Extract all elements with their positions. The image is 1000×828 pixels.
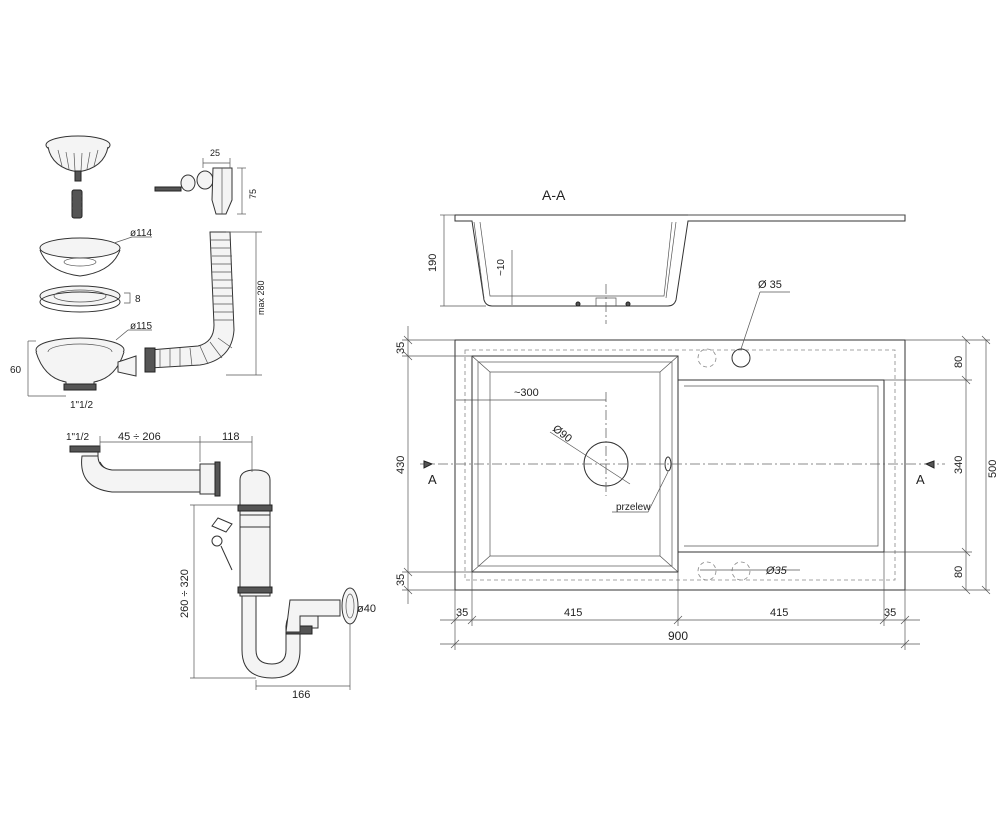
plan-dimensions: 35 430 35 80 340 80 500 35 415 415 — [395, 326, 999, 650]
right-total-label: 500 — [987, 460, 999, 478]
strainer-basket — [45, 135, 111, 182]
drain-body: ø115 60 1"1/2 — [10, 321, 152, 411]
faucet-hole-3 — [697, 561, 717, 581]
depth-label: 190 — [427, 254, 439, 272]
ring-114: ø114 — [39, 228, 152, 277]
thread-kit-label: 1"1/2 — [70, 400, 93, 411]
section-marker-right: A — [916, 472, 925, 487]
bottom-415-right-label: 415 — [770, 607, 788, 619]
hole1-label: Ø 35 — [758, 279, 782, 291]
faucet-hole-4 — [731, 561, 751, 581]
corrugated-hose: max 280 — [144, 231, 266, 376]
left-top-label: 35 — [395, 342, 407, 354]
height-range-label: 260 ÷ 320 — [179, 569, 191, 618]
total-width-label: 900 — [668, 629, 688, 643]
bottom-415-left-label: 415 — [564, 607, 582, 619]
bowl-center-label: ~300 — [514, 387, 539, 399]
section-a-a: A-A 190 ~10 — [427, 187, 906, 324]
siphon-assembly: ø40 1"1/2 45 ÷ 206 118 260 ÷ 320 166 — [66, 431, 376, 701]
w25-label: 25 — [210, 148, 220, 158]
w118-label: 118 — [222, 431, 240, 443]
hole2-label: Ø35 — [765, 565, 788, 577]
height-60-label: 60 — [10, 365, 22, 376]
d114-label: ø114 — [130, 228, 152, 239]
faucet-hole-2 — [731, 348, 751, 368]
left-height-label: 430 — [395, 456, 407, 474]
right-bottom-label: 80 — [953, 566, 965, 578]
plan-view: Ø 35 Ø35 Ø90 przelew ~300 A A — [420, 279, 945, 591]
bottom-35-left-label: 35 — [456, 607, 468, 619]
overflow-connector: 25 75 — [154, 148, 258, 215]
left-bottom-label: 35 — [395, 574, 407, 586]
wall-label: ~10 — [496, 259, 507, 276]
h75-label: 75 — [248, 189, 258, 199]
d115-label: ø115 — [130, 321, 152, 332]
right-top-label: 80 — [953, 356, 965, 368]
gasket: 8 — [39, 285, 141, 313]
section-title: A-A — [542, 187, 566, 203]
overflow-label: przelew — [616, 502, 651, 513]
section-marker-left: A — [428, 472, 437, 487]
faucet-hole-1 — [697, 348, 717, 368]
right-mid-label: 340 — [953, 456, 965, 474]
center-screw — [71, 189, 83, 219]
range-label: 45 ÷ 206 — [118, 431, 161, 443]
bottom-35-right-label: 35 — [884, 607, 896, 619]
outlet-label: ø40 — [357, 603, 376, 615]
drain-kit-exploded-view: ø114 8 ø115 60 1"1/2 — [10, 135, 266, 411]
hose-length-label: max 280 — [256, 280, 266, 315]
overflow-hole — [664, 456, 672, 472]
siphon-thread-label: 1"1/2 — [66, 432, 89, 443]
drain-label: Ø90 — [550, 423, 574, 445]
w166-label: 166 — [292, 689, 310, 701]
thickness-label: 8 — [135, 294, 141, 305]
